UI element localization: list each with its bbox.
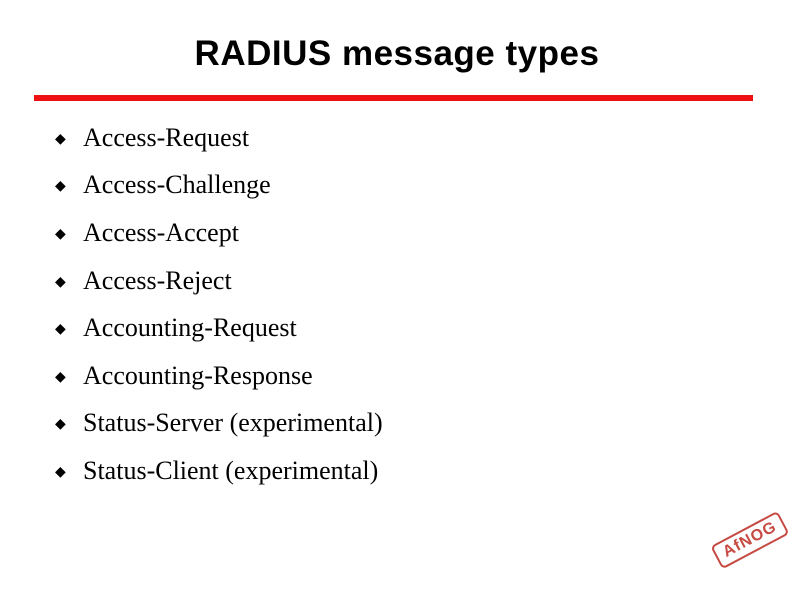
list-item-label: Access-Challenge <box>83 170 271 200</box>
diamond-bullet-icon: ◆ <box>55 416 66 433</box>
diamond-bullet-icon: ◆ <box>55 225 66 242</box>
list-item: ◆ Access-Reject <box>55 257 383 305</box>
list-item-label: Access-Reject <box>83 265 232 295</box>
title-divider-rule <box>34 95 753 101</box>
list-item-label: Status-Client (experimental) <box>83 455 379 485</box>
list-item: ◆ Access-Challenge <box>55 162 383 210</box>
diamond-bullet-icon: ◆ <box>55 178 66 195</box>
list-item-label: Accounting-Response <box>83 360 313 390</box>
list-item-label: Access-Accept <box>83 217 239 247</box>
page-title: RADIUS message types <box>194 34 600 73</box>
diamond-bullet-icon: ◆ <box>55 273 66 290</box>
diamond-bullet-icon: ◆ <box>55 463 66 480</box>
list-item-label: Accounting-Request <box>83 313 297 343</box>
list-item: ◆ Accounting-Request <box>55 304 383 352</box>
list-item-label: Access-Request <box>83 122 250 152</box>
list-item: ◆ Access-Accept <box>55 209 383 257</box>
list-item: ◆ Access-Request <box>55 114 383 162</box>
list-item-label: Status-Server (experimental) <box>83 408 383 438</box>
diamond-bullet-icon: ◆ <box>55 130 66 147</box>
message-type-list: ◆ Access-Request ◆ Access-Challenge ◆ Ac… <box>55 114 383 495</box>
list-item: ◆ Status-Client (experimental) <box>55 447 383 495</box>
diamond-bullet-icon: ◆ <box>55 321 66 338</box>
diamond-bullet-icon: ◆ <box>55 368 66 385</box>
list-item: ◆ Accounting-Response <box>55 352 383 400</box>
list-item: ◆ Status-Server (experimental) <box>55 400 383 448</box>
afnog-stamp-logo: AfNOG <box>710 510 791 570</box>
